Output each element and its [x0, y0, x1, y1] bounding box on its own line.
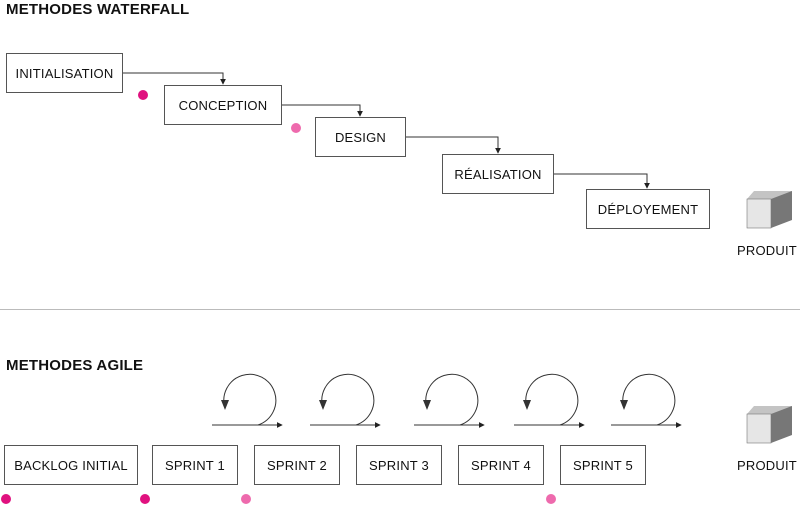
waterfall-title: METHODES WATERFALL	[6, 1, 190, 18]
agile-produit-label: PRODUIT	[737, 458, 797, 473]
loop-arrow-icon	[212, 373, 283, 428]
step-deploiement: DÉPLOYEMENT	[586, 189, 710, 229]
sprint-2-box: SPRINT 2	[254, 445, 340, 485]
step-conception: CONCEPTION	[164, 85, 282, 125]
loop-arrow-icon	[514, 373, 585, 428]
loop-arrow-icon	[611, 373, 682, 428]
sprint-1-box: SPRINT 1	[152, 445, 238, 485]
waterfall-dot-1	[138, 90, 148, 100]
step-realisation: RÉALISATION	[442, 154, 554, 194]
step-design: DESIGN	[315, 117, 406, 157]
loop-arrow-icon	[414, 373, 485, 428]
agile-dot-4	[546, 494, 556, 504]
agile-dot-3	[241, 494, 251, 504]
sprint-4-box: SPRINT 4	[458, 445, 544, 485]
waterfall-connector-4	[554, 173, 650, 189]
sprint-3-box: SPRINT 3	[356, 445, 442, 485]
agile-dot-2	[140, 494, 150, 504]
waterfall-connector-1	[123, 72, 226, 85]
section-divider	[0, 309, 800, 310]
cube-icon	[746, 191, 792, 229]
cube-icon	[746, 406, 792, 444]
agile-title: METHODES AGILE	[6, 357, 144, 374]
agile-dot-1	[1, 494, 11, 504]
step-initialisation: INITIALISATION	[6, 53, 123, 93]
waterfall-connector-2	[282, 104, 363, 117]
waterfall-dot-2	[291, 123, 301, 133]
waterfall-produit-label: PRODUIT	[737, 243, 797, 258]
sprint-5-box: SPRINT 5	[560, 445, 646, 485]
backlog-initial-box: BACKLOG INITIAL	[4, 445, 138, 485]
loop-arrow-icon	[310, 373, 381, 428]
waterfall-connector-3	[406, 136, 501, 154]
